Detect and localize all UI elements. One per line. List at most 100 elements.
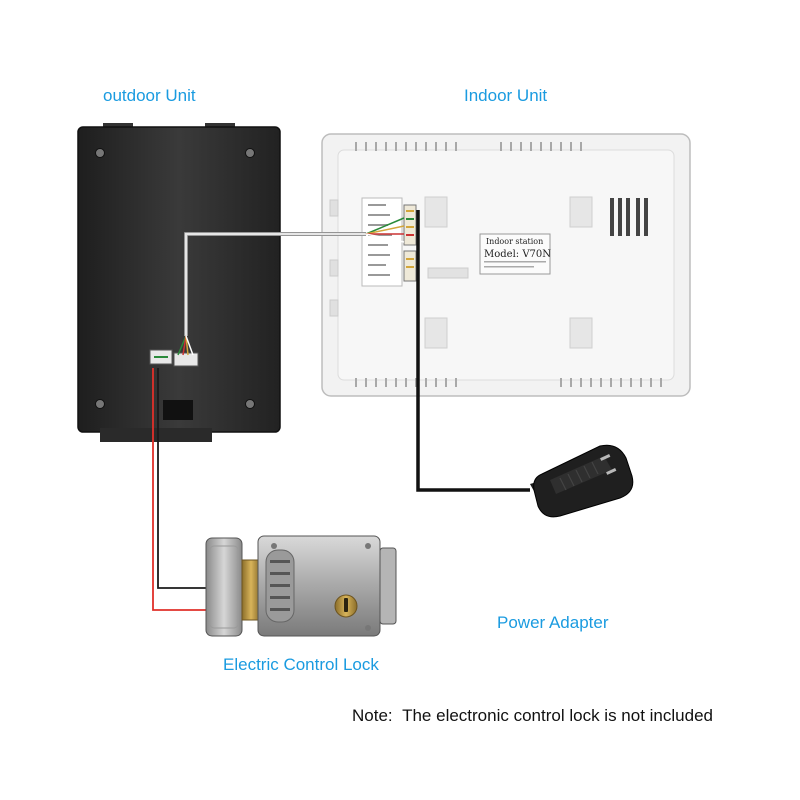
sticker-line: [368, 254, 390, 256]
vent-slot: [445, 378, 447, 387]
electric-lock-label: Electric Control Lock: [223, 655, 379, 674]
speaker-slot: [610, 198, 614, 236]
wire-strand-yellow: [365, 225, 405, 235]
lock-strike-inner: [209, 545, 239, 629]
lock-face-plate: [379, 547, 397, 625]
vent-slot: [500, 142, 502, 151]
vent-slot: [580, 142, 582, 151]
adapter-ridge: [591, 461, 599, 475]
outdoor-unit: [77, 123, 281, 442]
indoor-side-clip: [329, 259, 339, 277]
adapter-ridges: [559, 461, 599, 491]
vent-slot: [425, 378, 427, 387]
electric-lock: [205, 535, 397, 637]
vent-slot: [610, 378, 612, 387]
indoor-center-notch: [427, 267, 469, 279]
lock-screw: [271, 543, 277, 549]
connector-pin: [406, 210, 414, 212]
vent-slot: [355, 142, 357, 151]
indoor-mount-slot-bottom-right: [569, 317, 593, 349]
vent-slot: [560, 378, 562, 387]
vent-slot: [570, 378, 572, 387]
vent-slot: [385, 378, 387, 387]
wire-strand-white: [365, 233, 405, 243]
indoor-connector-sticker: [361, 197, 403, 287]
vent-slot: [540, 142, 542, 151]
sticker-line: [368, 274, 390, 276]
indoor-top-vents: [355, 142, 582, 151]
vent-slot: [365, 142, 367, 151]
sticker-line: [368, 204, 386, 206]
lock-keyhole: [344, 598, 348, 612]
plate-fineprint-line: [484, 266, 534, 268]
wire-strand-green: [177, 335, 187, 356]
vent-slot: [620, 378, 622, 387]
vent-slot: [405, 142, 407, 151]
vent-slot: [660, 378, 662, 387]
lock-screw: [365, 625, 371, 631]
vent-slot: [375, 142, 377, 151]
outdoor-screw-top-left: [95, 148, 105, 158]
brand-plate-mark: [270, 584, 290, 587]
brand-plate-mark: [270, 596, 290, 599]
indoor-mount-slot-bottom-left: [424, 317, 448, 349]
vent-slot: [415, 142, 417, 151]
indoor-mount-slot-top-right: [569, 196, 593, 228]
sticker-line: [368, 244, 388, 246]
lock-wire-red: [152, 368, 206, 611]
vent-slot: [570, 142, 572, 151]
vent-slot: [510, 142, 512, 151]
speaker-slot: [626, 198, 630, 236]
lock-strike-plate: [205, 537, 243, 637]
lock-brass-bolt: [241, 559, 261, 621]
vent-slot: [415, 378, 417, 387]
vent-slot: [640, 378, 642, 387]
outdoor-unit-label: outdoor Unit: [103, 86, 196, 105]
vent-slot: [395, 378, 397, 387]
indoor-plate-line1: Indoor station: [486, 237, 543, 246]
vent-slot: [435, 142, 437, 151]
wire-strand-red: [182, 335, 187, 356]
outdoor-screw-bottom-left: [95, 399, 105, 409]
vent-slot: [520, 142, 522, 151]
vent-slot: [600, 378, 602, 387]
adapter-ridge: [559, 477, 567, 491]
vent-slot: [550, 142, 552, 151]
vent-slot: [530, 142, 532, 151]
sticker-line: [368, 264, 386, 266]
wire-strand-white: [185, 335, 194, 356]
vent-slot: [590, 378, 592, 387]
vent-slot: [580, 378, 582, 387]
indoor-connector-pins: [406, 210, 414, 268]
signal-wire: [184, 232, 366, 336]
outdoor-screw-bottom-right: [245, 399, 255, 409]
power-adapter-label: Power Adapter: [497, 613, 609, 632]
outdoor-terminal-right: [173, 352, 199, 367]
indoor-mount-slot-top-left: [424, 196, 448, 228]
wire-strand-green: [365, 217, 405, 235]
wire-strand-yellow: [185, 335, 189, 356]
vent-slot: [630, 378, 632, 387]
adapter-prong-top: [600, 453, 611, 461]
vent-slot: [395, 142, 397, 151]
adapter-prong-bottom: [606, 467, 617, 475]
connector-pin: [406, 218, 414, 220]
vent-slot: [375, 378, 377, 387]
note-text: Note: The electronic control lock is not…: [352, 706, 713, 726]
wires: [152, 210, 530, 611]
vent-slot: [405, 378, 407, 387]
brand-plate-mark: [270, 560, 290, 563]
indoor-bottom-vents: [355, 378, 662, 387]
outdoor-bottom-bracket: [100, 428, 212, 442]
indoor-plate-line2: Model: V70N: [484, 249, 551, 260]
note-body: The electronic control lock is not inclu…: [402, 706, 713, 725]
power-cable: [416, 210, 530, 492]
note-prefix: Note:: [352, 706, 393, 725]
adapter-ridge: [567, 473, 575, 487]
vent-slot: [445, 142, 447, 151]
speaker-slot: [636, 198, 640, 236]
outdoor-rear-opening: [163, 400, 193, 420]
indoor-speaker-grill: [610, 198, 648, 236]
lock-wire-black: [157, 368, 206, 589]
